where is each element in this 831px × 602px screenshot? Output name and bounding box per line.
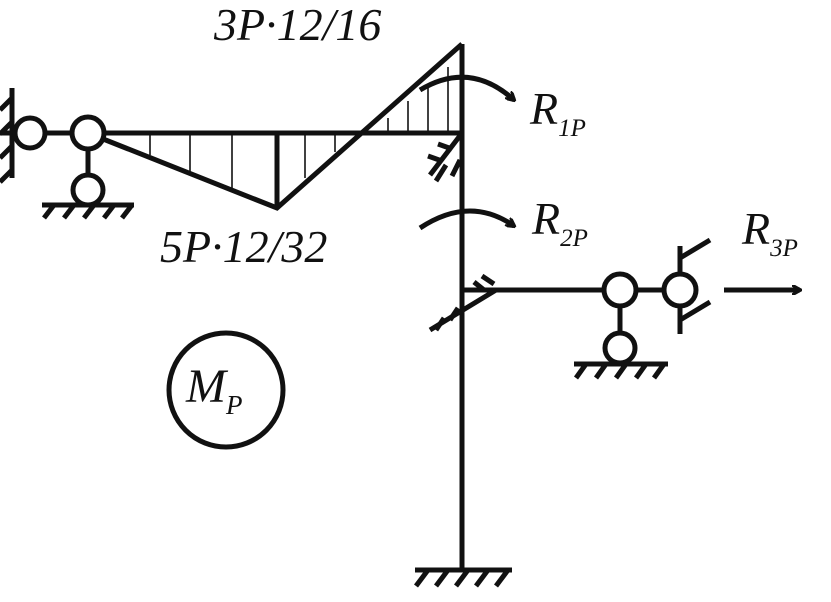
- top-moment-label: 3P·12/16: [213, 0, 381, 50]
- r3-sub: 3P: [769, 235, 798, 262]
- left-wall-support: [0, 88, 88, 184]
- left-beam-hinge: [69, 114, 107, 152]
- r1-label: R1P: [529, 83, 586, 142]
- r1-main: R: [529, 83, 558, 134]
- mid-joint-clamp: [428, 273, 498, 333]
- moment-hatching: [149, 67, 449, 189]
- r2-sub: 2P: [560, 225, 588, 252]
- right-beam-hinge: [601, 271, 639, 309]
- right-wall-hinge: [661, 271, 699, 309]
- r2-label: R2P: [531, 193, 588, 252]
- base-fixed-support: [414, 567, 512, 588]
- diagram-tag-sub: P: [225, 390, 243, 420]
- r2-moment-arrow: [418, 208, 514, 231]
- r1-moment-arrow: [418, 74, 514, 100]
- diagram-tag-main: M: [185, 360, 229, 413]
- bottom-moment-label: 5P·12/32: [160, 221, 327, 272]
- r3-main: R: [741, 203, 770, 254]
- diagram-tag-circle: [166, 330, 286, 450]
- left-ground-hinge: [70, 172, 106, 208]
- r2-main: R: [531, 193, 560, 244]
- r3-label: R3P: [741, 203, 798, 262]
- top-joint-clamp: [427, 131, 464, 183]
- diagram-tag-label: MP: [185, 360, 242, 420]
- left-wall-hinge: [12, 115, 48, 151]
- right-ground-hinge: [602, 330, 638, 366]
- right-wall-support: [661, 237, 712, 334]
- right-roller-support: [573, 271, 668, 380]
- r1-sub: 1P: [558, 115, 586, 142]
- left-roller-support: [42, 114, 134, 220]
